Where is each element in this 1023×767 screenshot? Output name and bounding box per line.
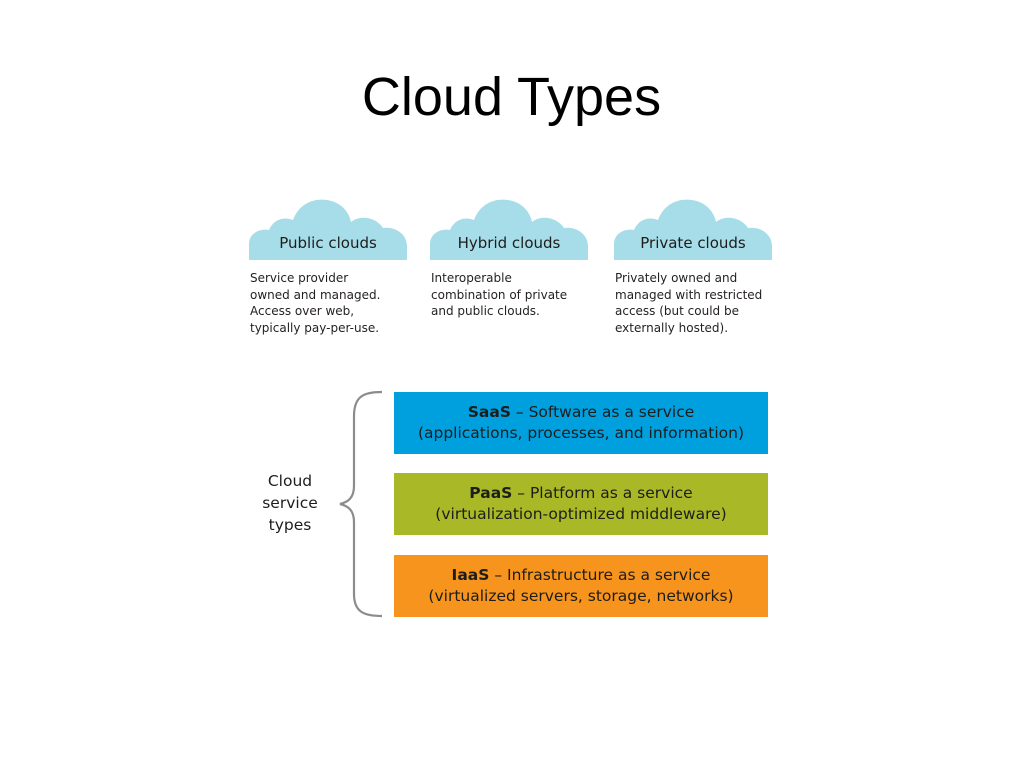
paas-abbr: PaaS <box>469 484 513 502</box>
iaas-abbr: IaaS <box>451 566 490 584</box>
paas-detail: (virtualization-optimized middleware) <box>435 505 727 523</box>
hybrid-clouds-description: Interoperable combination of private and… <box>431 271 568 318</box>
public-clouds-card: Public clouds <box>249 196 407 262</box>
hybrid-clouds-card: Hybrid clouds <box>430 196 588 262</box>
public-clouds-description: Service provider owned and managed. Acce… <box>250 271 381 335</box>
hybrid-clouds-label: Hybrid clouds <box>457 234 561 252</box>
saas-abbr: SaaS <box>467 403 511 421</box>
iaas-detail: (virtualized servers, storage, networks) <box>428 587 734 605</box>
cloud-icon <box>614 199 772 260</box>
paas-box: PaaS – Platform as a service (virtualiza… <box>394 473 768 535</box>
iaas-box: IaaS – Infrastructure as a service (virt… <box>394 555 768 617</box>
cloud-icon <box>249 199 407 260</box>
public-clouds-label: Public clouds <box>279 234 377 252</box>
saas-name: Software as a service <box>528 403 695 421</box>
curly-brace <box>339 390 383 618</box>
private-clouds-description: Privately owned and managed with restric… <box>615 271 763 335</box>
slide-title: Cloud Types <box>361 67 662 127</box>
paas-name: Platform as a service <box>529 484 693 502</box>
iaas-name: Infrastructure as a service <box>507 566 711 584</box>
cloud-icon <box>430 199 588 260</box>
cloud-service-types-label: Cloud service types <box>262 472 318 534</box>
private-clouds-card: Private clouds <box>614 196 772 262</box>
saas-detail: (applications, processes, and informatio… <box>417 424 745 442</box>
private-clouds-label: Private clouds <box>640 234 746 252</box>
saas-box: SaaS – Software as a service (applicatio… <box>394 392 768 454</box>
